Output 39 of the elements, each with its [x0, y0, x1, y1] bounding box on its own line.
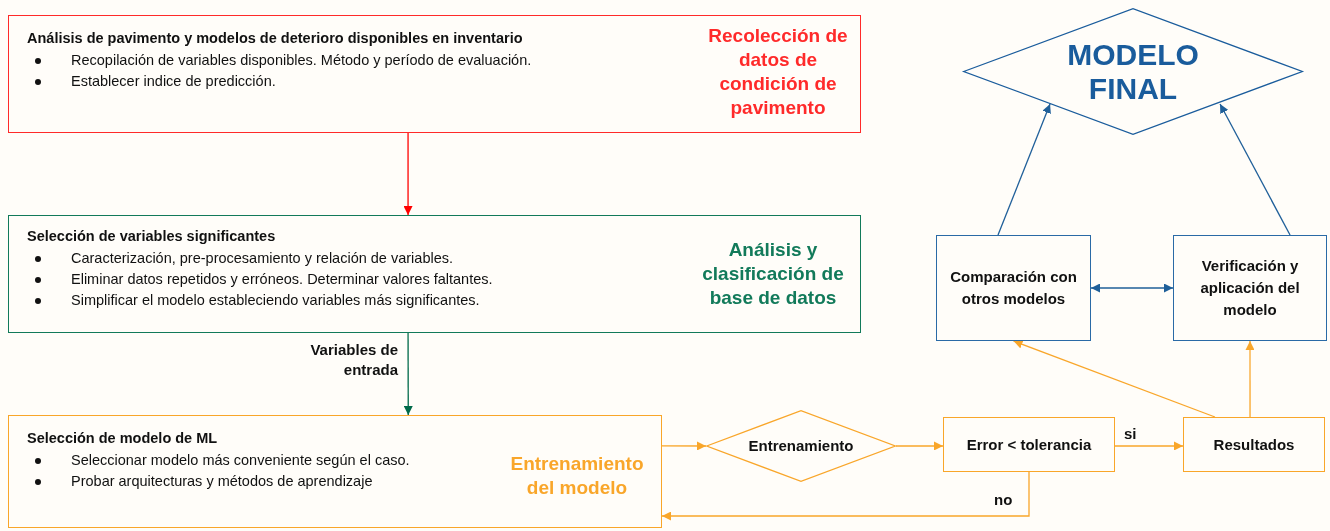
stage-title: Entrenamiento del modelo [509, 452, 645, 500]
panel-heading: Selección de variables significantes [27, 228, 276, 244]
decision-diamond [706, 410, 896, 482]
stage-title: Análisis y clasificación de base de datos [701, 238, 845, 310]
stage-panel [8, 415, 662, 528]
bullet-item: Simplificar el modelo estableciendo variables más significantes. [71, 290, 689, 311]
arrow [997, 103, 1051, 236]
process-box [1173, 235, 1327, 341]
final-diamond [963, 8, 1303, 135]
bullet-item: Establecer indice de predicción. [71, 71, 699, 92]
stage-panel [8, 15, 861, 133]
bullet-item: Probar arquitecturas y métodos de aprendizaje [71, 471, 479, 492]
arrow [1219, 103, 1291, 236]
bullet-item: Caracterización, pre-procesamiento y relación de variables. [71, 248, 689, 269]
arrow [661, 471, 1030, 521]
decision-label: Entrenamiento [747, 436, 855, 456]
process-label: Verificación y aplicación del modelo [1199, 256, 1301, 320]
arrow [1245, 340, 1255, 418]
process-box [936, 235, 1091, 341]
panel-heading: Análisis de pavimento y modelos de deterioro disponibles en inventario [27, 30, 523, 46]
arrow [1090, 283, 1174, 293]
bullet-item: Seleccionar modelo más conveniente según el caso. [71, 450, 479, 471]
process-box [1183, 417, 1325, 472]
stage-title: Recolección de datos de condición de pavimento [707, 24, 849, 120]
stage-panel [8, 215, 861, 333]
arrow [1114, 441, 1184, 451]
final-label: MODELO FINAL [1066, 37, 1200, 106]
process-box [943, 417, 1115, 472]
process-label: Comparación con otros modelos [949, 267, 1078, 309]
arrow [1012, 339, 1216, 418]
arrow [403, 132, 413, 216]
process-label: Resultados [1212, 434, 1296, 455]
arrow [895, 441, 944, 451]
panel-heading: Selección de modelo de ML [27, 430, 218, 446]
bullet-item: Recopilación de variables disponibles. Método y período de evaluación. [71, 50, 699, 71]
arrow [403, 332, 413, 416]
bullet-item: Eliminar datos repetidos y erróneos. Determinar valores faltantes. [71, 269, 689, 290]
process-label: Error < tolerancia [965, 434, 1093, 455]
arrow [661, 441, 707, 451]
